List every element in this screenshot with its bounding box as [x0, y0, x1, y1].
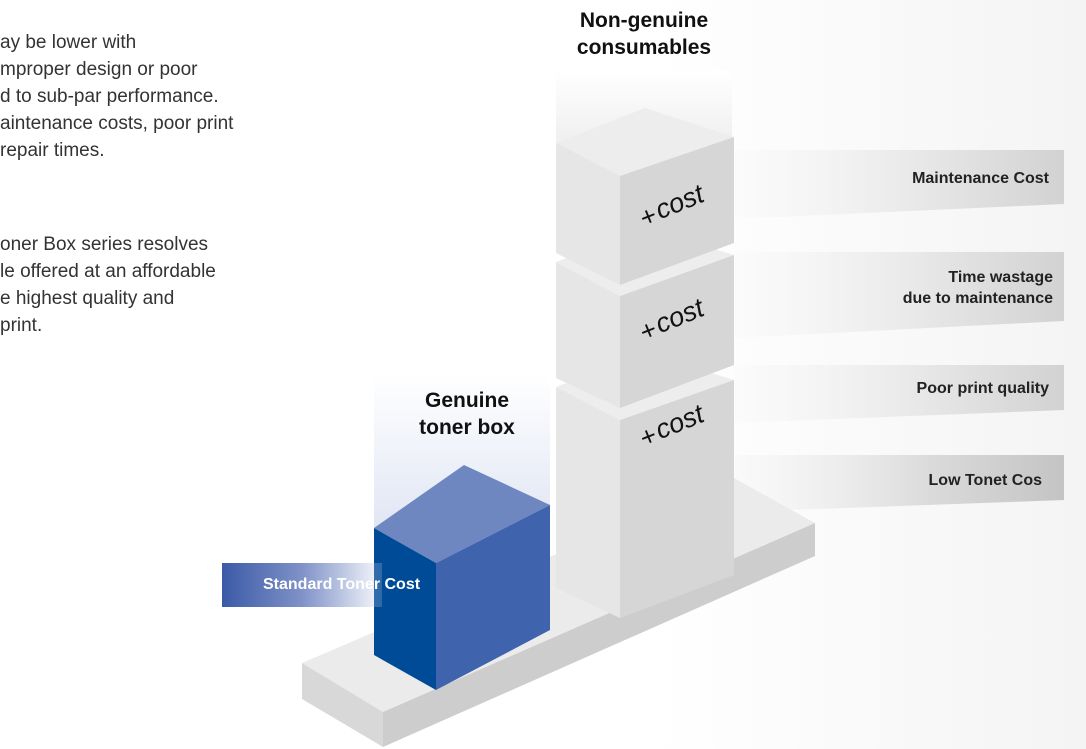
nongenuine-title: Non-genuine consumables — [576, 9, 712, 59]
label-poor-print-quality: Poor print quality — [916, 380, 1049, 397]
label-maintenance-cost: Maintenance Cost — [912, 170, 1049, 187]
label-low-toner-cost: Low Tonet Cos — [928, 472, 1042, 489]
genuine-box-front — [374, 528, 436, 690]
intro-paragraph-2: oner Box series resolves le offered at a… — [0, 234, 216, 336]
band-poor-quality — [735, 365, 1064, 423]
genuine-toner-box — [374, 465, 550, 690]
band-time-wastage — [735, 252, 1064, 338]
intro-paragraph-1: ay be lower with mproper design or poor … — [0, 32, 234, 161]
genuine-title: Genuine toner box — [419, 389, 515, 439]
nongenuine-box-maintenance — [556, 108, 734, 285]
genuine-box-side — [436, 505, 550, 690]
band-maintenance — [735, 150, 1064, 219]
label-time-wastage: Time wastage due to maintenance — [902, 269, 1053, 307]
standard-toner-cost-band: Standard Toner Cost — [222, 563, 420, 607]
standard-toner-cost-label: Standard Toner Cost — [263, 576, 421, 593]
band-low-toner — [735, 455, 1064, 512]
genuine-box-top — [374, 465, 550, 563]
